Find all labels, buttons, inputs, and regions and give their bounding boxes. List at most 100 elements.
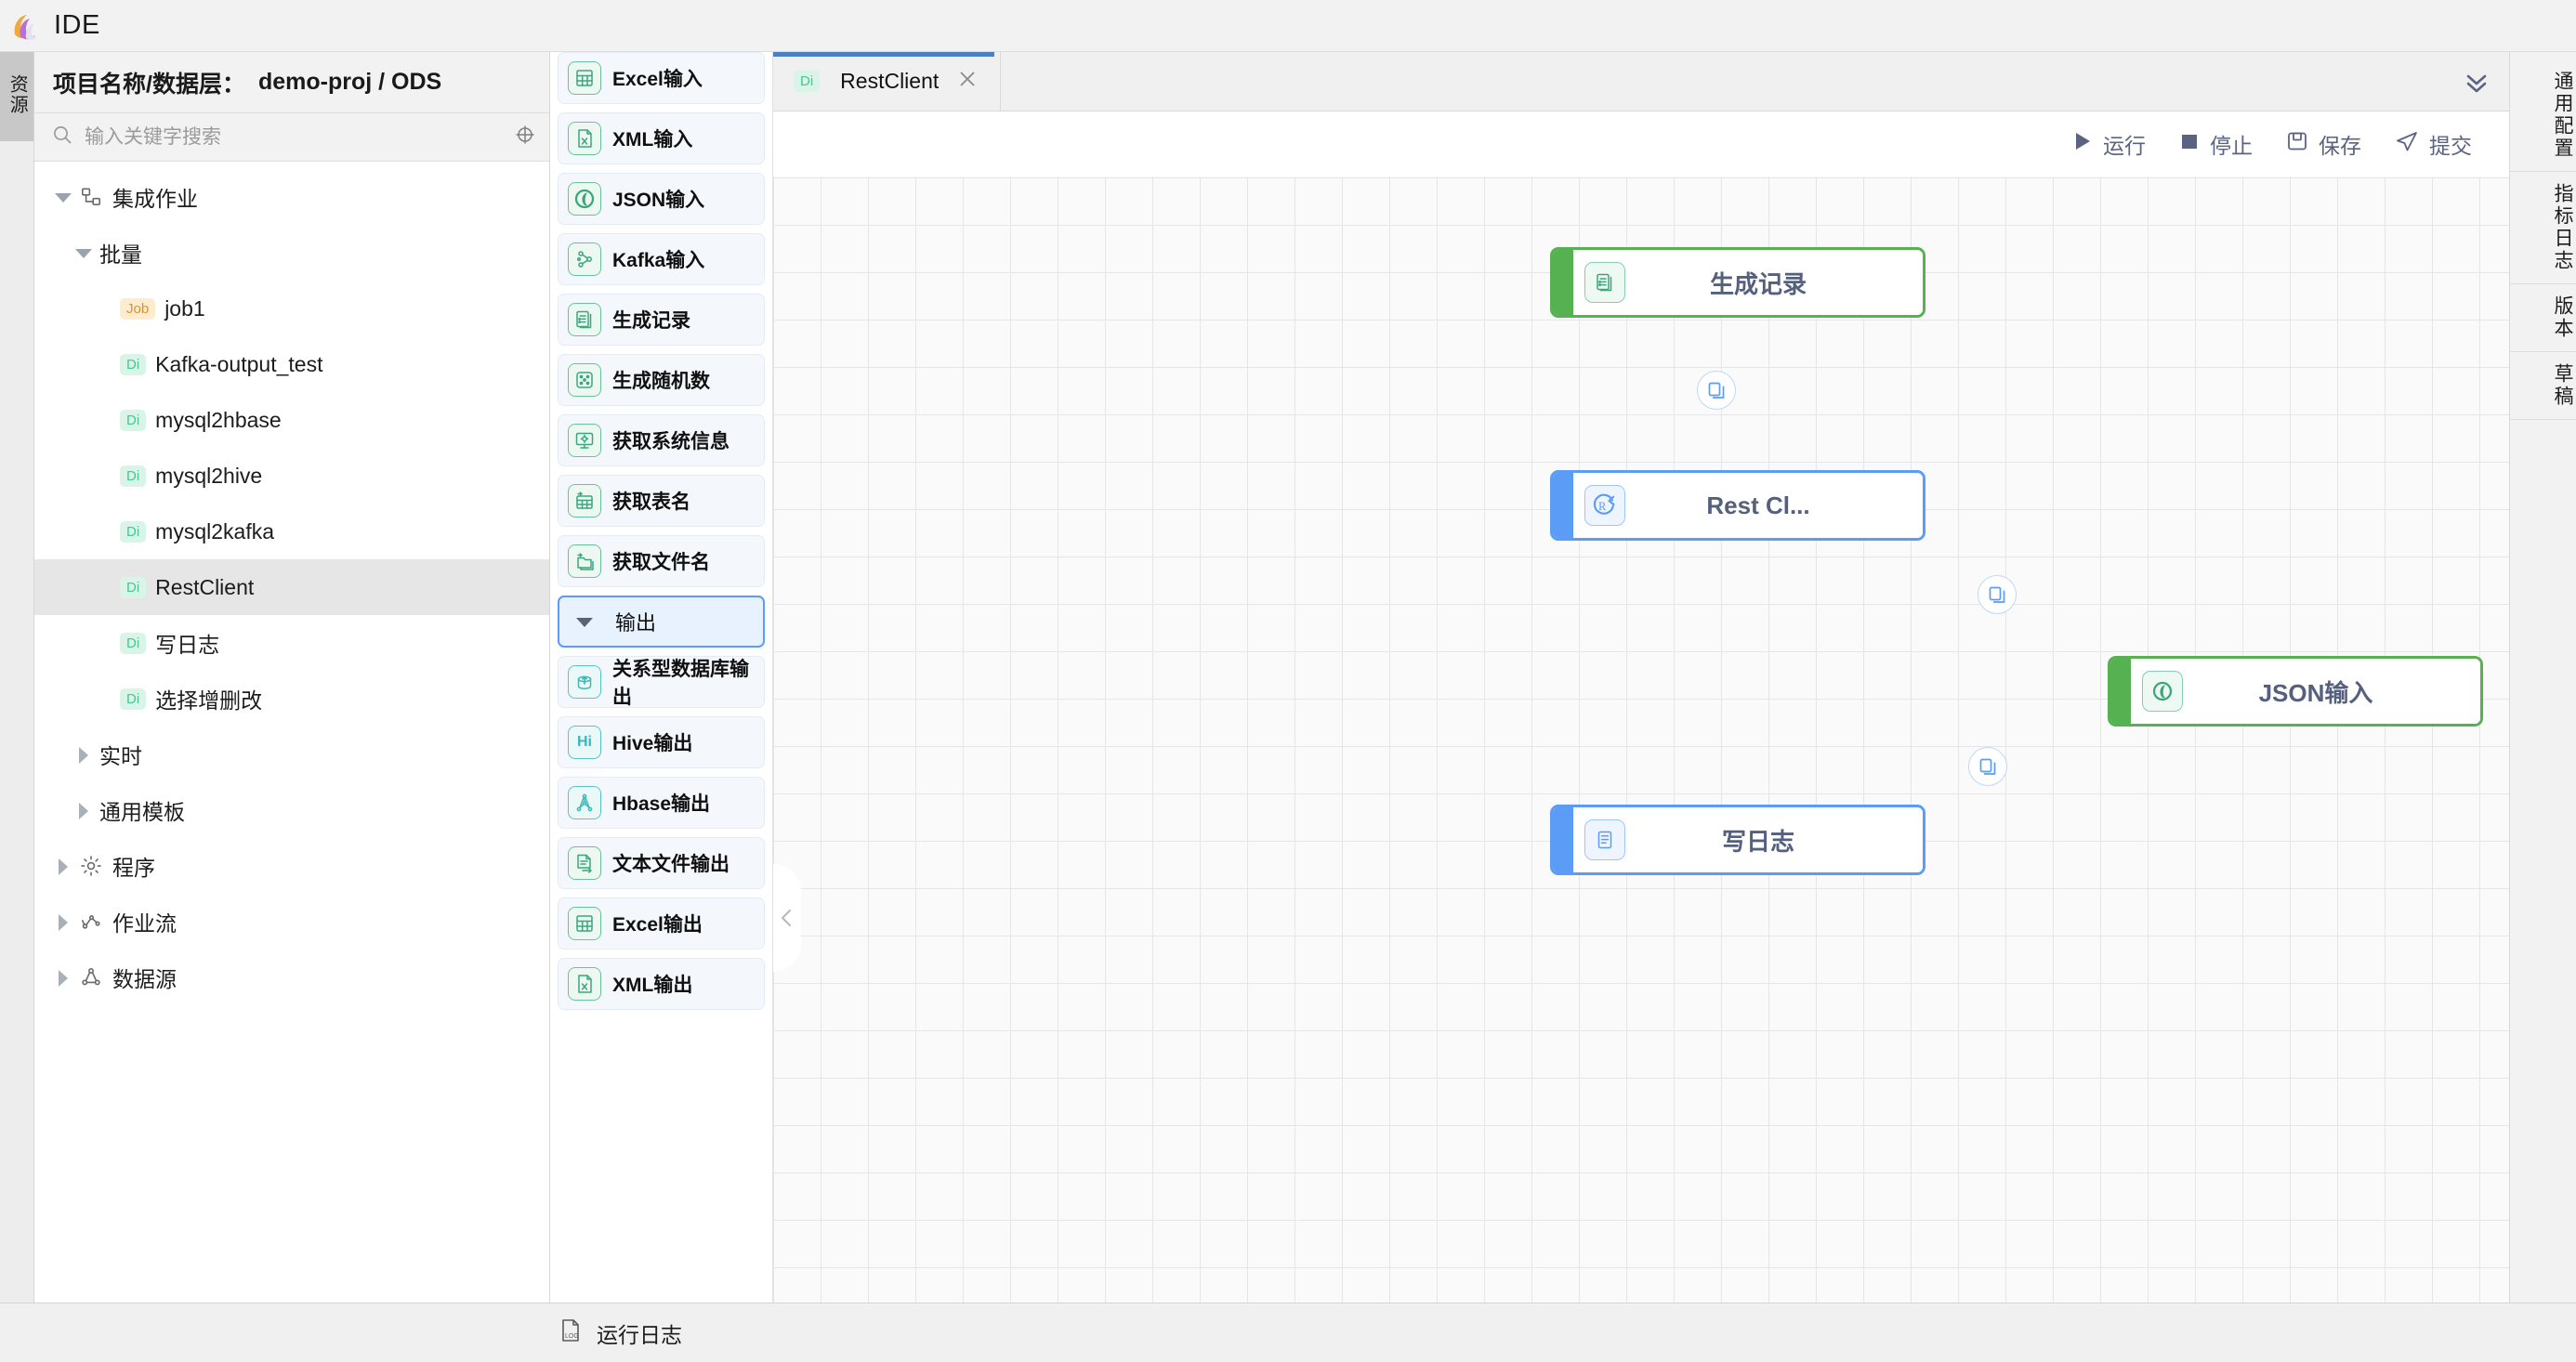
caret-down-icon[interactable] bbox=[576, 612, 595, 631]
node-body: 写日志 bbox=[1573, 807, 1923, 872]
save-label: 保存 bbox=[2319, 134, 2361, 158]
palette-item-生成随机数[interactable]: 生成随机数 bbox=[558, 354, 765, 406]
palette-item-Hbase输出[interactable]: Hbase输出 bbox=[558, 777, 765, 829]
palette-item-XML输出[interactable]: XML输出 bbox=[558, 958, 765, 1010]
palette-item-Kafka输入[interactable]: Kafka输入 bbox=[558, 233, 765, 285]
tree-item-通用模板[interactable]: 通用模板 bbox=[34, 782, 549, 838]
tree-item-badge: Di bbox=[120, 353, 147, 375]
caret-right-icon[interactable] bbox=[53, 967, 73, 988]
save-icon bbox=[2286, 130, 2308, 158]
graph-node-写日志[interactable]: 写日志 bbox=[1550, 805, 1925, 875]
tree-item-批量[interactable]: 批量 bbox=[34, 225, 549, 281]
tree-item-label: 作业流 bbox=[112, 911, 177, 936]
tree-item-label: mysql2hbase bbox=[155, 407, 282, 432]
palette-item-Excel输出[interactable]: Excel输出 bbox=[558, 897, 765, 949]
right-rail-item-版本[interactable]: 版本 bbox=[2510, 284, 2576, 352]
search-input[interactable] bbox=[85, 125, 503, 149]
tab-restclient[interactable]: Di RestClient bbox=[773, 52, 1002, 111]
node-title: JSON输入 bbox=[2258, 678, 2373, 707]
caret-right-icon[interactable] bbox=[53, 856, 73, 876]
edge-badge-b2[interactable] bbox=[1978, 575, 2017, 614]
caret-spacer bbox=[94, 521, 114, 542]
caret-down-icon[interactable] bbox=[73, 242, 94, 263]
tree-item-mysql2hbase[interactable]: Di mysql2hbase bbox=[34, 392, 549, 448]
file-name-icon bbox=[568, 544, 601, 578]
palette-item-获取系统信息[interactable]: 获取系统信息 bbox=[558, 414, 765, 466]
palette-collapse-handle[interactable] bbox=[773, 864, 801, 972]
caret-spacer bbox=[94, 410, 114, 430]
app-title: IDE bbox=[54, 10, 100, 40]
submit-button[interactable]: 提交 bbox=[2395, 128, 2472, 160]
right-rail-item-通用配置[interactable]: 通用配置 bbox=[2510, 59, 2576, 172]
records-icon bbox=[1584, 262, 1625, 303]
play-icon bbox=[2072, 131, 2093, 157]
palette-item-label: 文本文件输出 bbox=[612, 854, 729, 875]
rail-tab-resources[interactable]: 资源 bbox=[0, 52, 33, 141]
graph-node-生成记录[interactable]: 生成记录 bbox=[1550, 247, 1925, 318]
edge-badge-b3[interactable] bbox=[1968, 747, 2007, 786]
palette-item-生成记录[interactable]: 生成记录 bbox=[558, 294, 765, 346]
close-icon[interactable] bbox=[955, 67, 979, 96]
palette-item-获取文件名[interactable]: 获取文件名 bbox=[558, 535, 765, 587]
tree-item-badge: Di bbox=[120, 688, 147, 710]
node-body: JSON输入 bbox=[2131, 659, 2480, 724]
node-title: 写日志 bbox=[1721, 827, 1794, 856]
svg-text:R: R bbox=[1598, 500, 1607, 513]
palette-item-label: Excel输出 bbox=[612, 914, 703, 936]
right-rail-item-指标日志[interactable]: 指标日志 bbox=[2510, 172, 2576, 284]
palette-item-关系型数据库输出[interactable]: 关系型数据库输出 bbox=[558, 656, 765, 708]
tree-item-label: 写日志 bbox=[155, 633, 220, 657]
caret-right-icon[interactable] bbox=[73, 744, 94, 765]
tree-item-badge: Di bbox=[120, 465, 147, 487]
graph-node-Rest Cl...[interactable]: RRest Cl... bbox=[1550, 470, 1925, 541]
tree-item-badge: Job bbox=[120, 297, 156, 320]
system-info-icon bbox=[568, 424, 601, 457]
tree-item-badge: Di bbox=[120, 409, 147, 431]
stop-icon bbox=[2179, 131, 2200, 157]
double-chevron-down-icon[interactable] bbox=[2444, 52, 2509, 111]
caret-right-icon[interactable] bbox=[73, 800, 94, 820]
node-accent-bar bbox=[1553, 473, 1573, 538]
right-rail-item-草稿[interactable]: 草稿 bbox=[2510, 352, 2576, 420]
palette-item-文本文件输出[interactable]: 文本文件输出 bbox=[558, 837, 765, 889]
dice-icon bbox=[568, 363, 601, 397]
rest-client-icon: R bbox=[1584, 485, 1625, 526]
palette-item-JSON输入[interactable]: JSON输入 bbox=[558, 173, 765, 225]
project-value: demo-proj / ODS bbox=[257, 69, 442, 95]
excel-icon bbox=[568, 907, 601, 940]
stop-label: 停止 bbox=[2210, 134, 2253, 158]
caret-down-icon[interactable] bbox=[53, 187, 73, 207]
tree-item-集成作业[interactable]: 集成作业 bbox=[34, 169, 549, 225]
run-button[interactable]: 运行 bbox=[2072, 128, 2146, 160]
caret-spacer bbox=[94, 577, 114, 597]
json-icon bbox=[2142, 671, 2183, 712]
edge-badge-b1[interactable] bbox=[1697, 371, 1736, 410]
datasource-icon bbox=[79, 965, 103, 989]
hive-icon: Hi bbox=[568, 726, 601, 759]
caret-right-icon[interactable] bbox=[53, 911, 73, 932]
stop-button[interactable]: 停止 bbox=[2179, 128, 2253, 160]
tree-item-作业流[interactable]: 作业流 bbox=[34, 894, 549, 949]
tree-item-实时[interactable]: 实时 bbox=[34, 727, 549, 782]
run-log-label[interactable]: 运行日志 bbox=[597, 1322, 682, 1347]
palette-item-输出[interactable]: 输出 bbox=[558, 596, 765, 648]
graph-node-JSON输入[interactable]: JSON输入 bbox=[2108, 656, 2483, 727]
palette-item-Excel输入[interactable]: Excel输入 bbox=[558, 52, 765, 104]
tree-item-数据源[interactable]: 数据源 bbox=[34, 949, 549, 1005]
save-button[interactable]: 保存 bbox=[2286, 128, 2361, 160]
palette-item-获取表名[interactable]: 获取表名 bbox=[558, 475, 765, 527]
palette-item-XML输入[interactable]: XML输入 bbox=[558, 112, 765, 164]
tree-item-程序[interactable]: 程序 bbox=[34, 838, 549, 894]
database-out-icon bbox=[568, 665, 601, 699]
crosshair-icon[interactable] bbox=[514, 124, 536, 151]
